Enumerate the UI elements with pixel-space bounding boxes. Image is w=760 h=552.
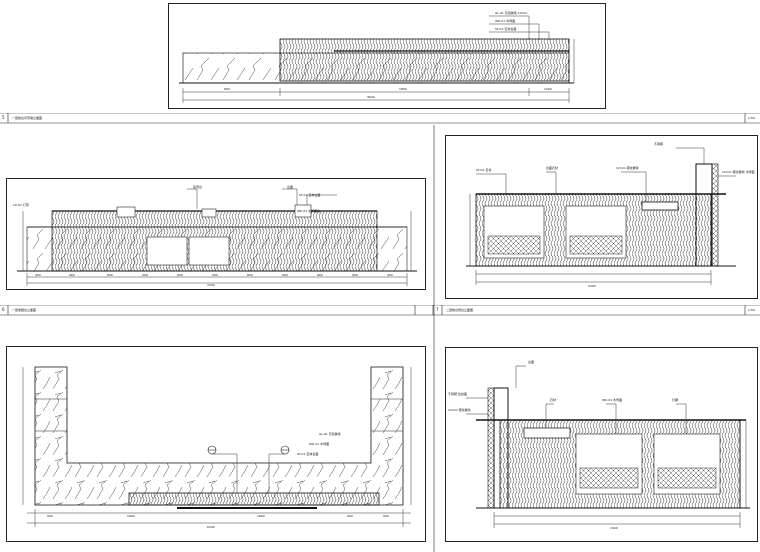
counter-side-drawing <box>466 365 750 528</box>
counter-elevation-drawing <box>17 188 417 286</box>
bottom-dim-seg-3: 1800 <box>257 514 265 518</box>
title-strip-2 <box>0 305 760 316</box>
bottom-dim-total: 6300 <box>207 525 215 529</box>
right-note-4: 不锈钢 <box>654 142 664 146</box>
bottom-dim-seg-1: 900 <box>47 514 53 518</box>
title-strip-1 <box>0 113 760 124</box>
mid-note-1: 接待台 <box>193 185 203 189</box>
br-note-4: 石材 <box>550 398 557 402</box>
panel-number-6: 6 <box>2 307 5 312</box>
bottom-dim-seg-4: 900 <box>347 514 353 518</box>
mid-dim-seg-8: 900 <box>282 273 288 277</box>
mid-dim-seg-4: 900 <box>142 273 148 277</box>
panel-number-5: 5 <box>2 115 5 120</box>
right-dim-total: 2400 <box>588 284 596 288</box>
top-note-3: ST-01 石材台面 <box>495 27 517 31</box>
scale-ref-2: 1:50 <box>748 308 755 312</box>
vertical-divider <box>433 125 435 552</box>
br-note-6: 灯槽 <box>672 398 679 402</box>
bottom-dim-seg-5: 900 <box>383 514 389 518</box>
mid-note-5: LD-01 灯带 <box>13 203 29 207</box>
panel-counter-elevation: 接待台 台面 ST-01 石材台面 WD-01 木饰面板 LD-01 灯带 72… <box>6 178 426 290</box>
panel-number-7: 7 <box>436 307 439 312</box>
mid-dim-seg-10: 900 <box>352 273 358 277</box>
panel-title-5: 一层前台背景墙立面图 <box>12 116 43 120</box>
top-dim-total: 3600 <box>367 95 375 99</box>
scale-ref-1: 1:50 <box>748 116 755 120</box>
top-note-1: GL-01 灰色玻璃 10mm <box>495 11 528 15</box>
mid-dim-seg-3: 600 <box>107 273 113 277</box>
mid-dim-seg-5: 600 <box>177 273 183 277</box>
br-note-5: WD-01 木饰面 <box>602 398 623 402</box>
br-dim-total: 2400 <box>610 526 618 530</box>
panel-background-wall: GL-01 灰色玻璃 WD-01 木饰面 ST-01 石材台面 900 1800… <box>6 346 426 542</box>
mid-dim-seg-11: 450 <box>387 273 393 277</box>
br-note-3: 台面 <box>528 360 535 364</box>
mid-dim-seg-6: 900 <box>212 273 218 277</box>
top-dim-seg-1: 600 <box>224 87 230 91</box>
right-note-2: 台面石材 <box>546 166 559 170</box>
br-note-1: 不锈钢 拉丝面 <box>448 392 467 396</box>
mid-dim-seg-9: 600 <box>317 273 323 277</box>
top-note-2: WD-01 木饰面 <box>495 19 516 23</box>
mid-note-4: WD-01 木饰面板 <box>297 209 321 213</box>
mid-dim-seg-1: 450 <box>35 273 41 277</box>
mid-dim-seg-7: 600 <box>247 273 253 277</box>
top-elevation-drawing <box>179 15 575 103</box>
bottom-dim-seg-2: 1800 <box>127 514 135 518</box>
mid-dim-total: 7200 <box>207 283 215 287</box>
right-note-3: 12mm 钢化玻璃 <box>616 166 639 170</box>
bottom-note-2: WD-01 木饰面 <box>309 442 330 446</box>
panel-bar-section: ST-02 石材 台面石材 12mm 钢化玻璃 不锈钢 12mm 钢化玻璃 木饰… <box>445 135 758 299</box>
bottom-note-1: GL-01 灰色玻璃 <box>319 432 341 436</box>
mid-note-2: 台面 <box>287 185 294 189</box>
right-note-5: 12mm 钢化玻璃 木饰面 <box>722 170 755 174</box>
top-dim-seg-3: 1200 <box>544 87 552 91</box>
panel-top-elevation: GL-01 灰色玻璃 10mm WD-01 木饰面 ST-01 石材台面 600… <box>168 3 606 109</box>
panel-title-6: 一层收银台立面图 <box>12 308 37 312</box>
bottom-note-3: ST-01 石材台面 <box>297 452 319 456</box>
mid-dim-seg-2: 900 <box>69 273 75 277</box>
br-note-2: 12mm 钢化玻璃 <box>448 408 471 412</box>
background-wall-drawing <box>22 366 412 527</box>
panel-title-7: 二层前台吧台立面图 <box>446 308 474 312</box>
top-dim-seg-2: 1800 <box>399 87 407 91</box>
right-note-1: ST-02 石材 <box>476 168 492 172</box>
mid-note-3: ST-01 石材台面 <box>299 193 321 197</box>
bar-section-drawing <box>466 147 736 285</box>
panel-counter-side-section: 不锈钢 拉丝面 12mm 钢化玻璃 台面 石材 WD-01 木饰面 灯槽 240… <box>445 347 758 542</box>
